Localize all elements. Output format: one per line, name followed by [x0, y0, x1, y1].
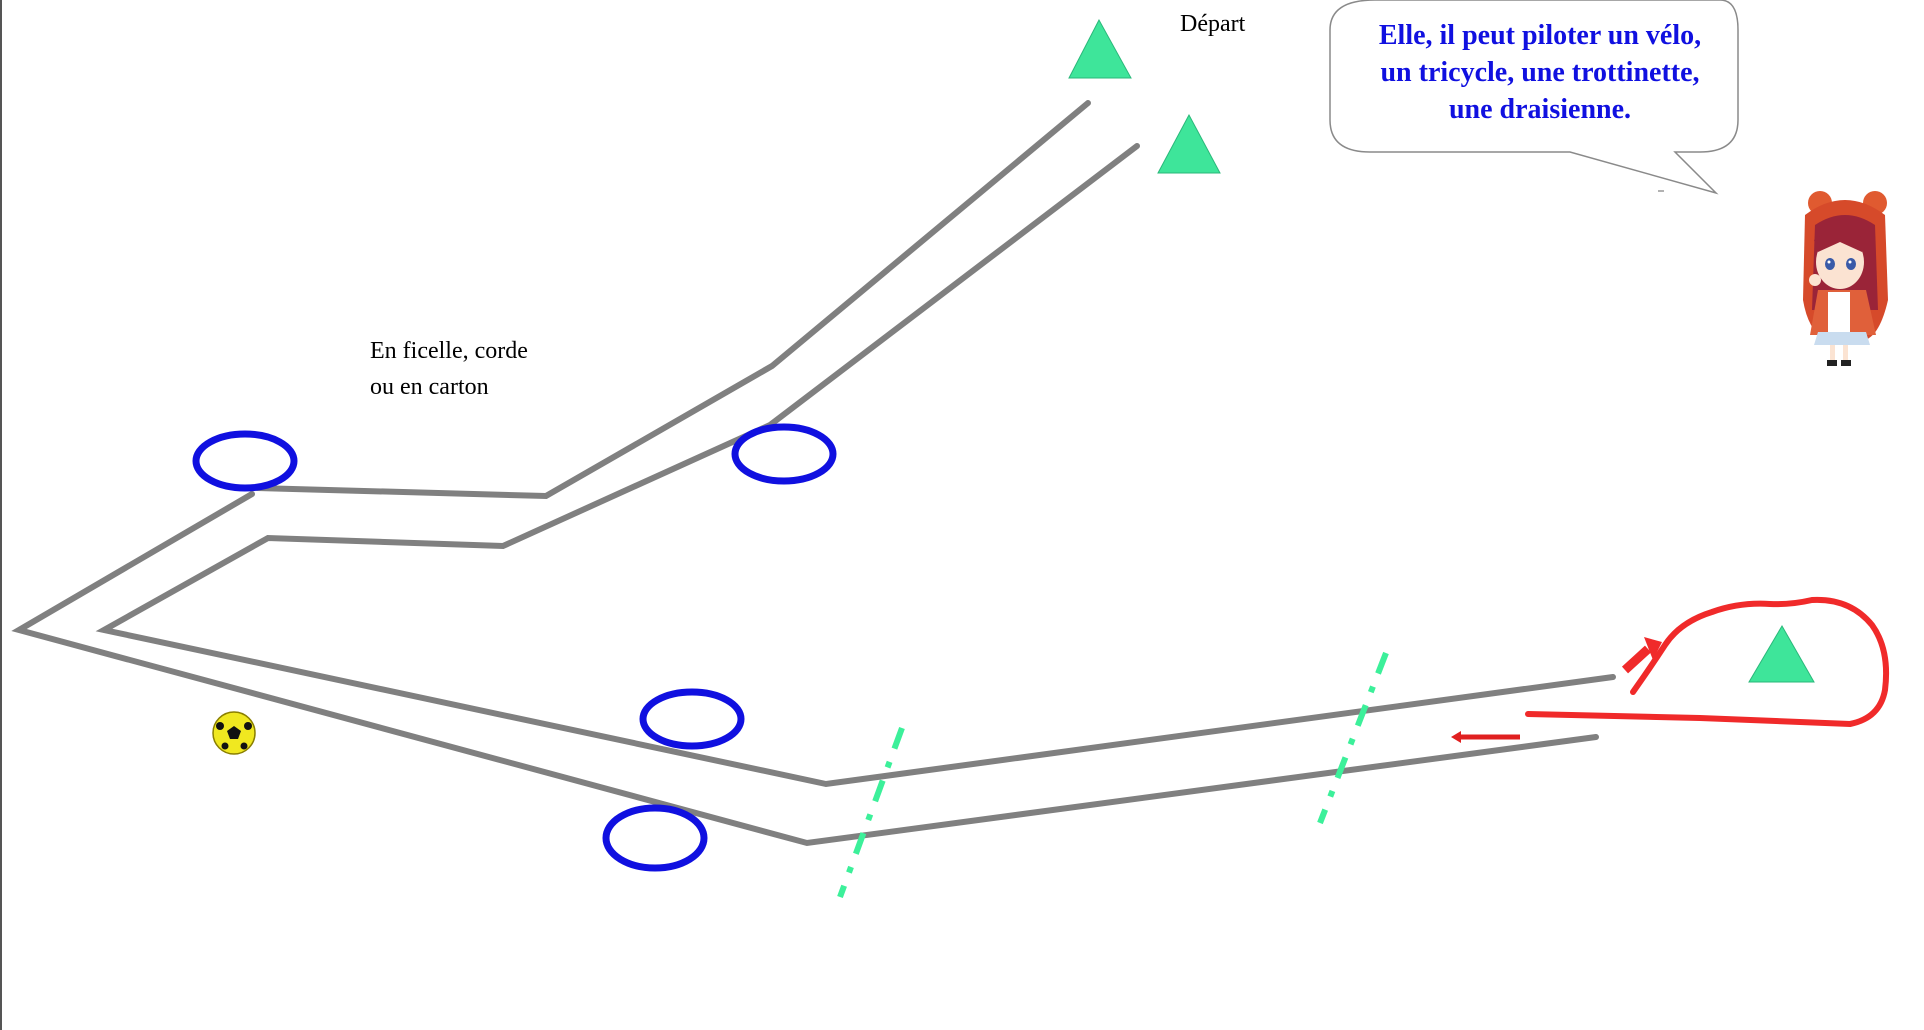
dashed-markers: [837, 651, 1389, 899]
girl-in-red-hoodie-icon: [1803, 191, 1888, 366]
arrow-left-icon: [1451, 731, 1520, 743]
arrow-up-right-icon: [1621, 637, 1662, 674]
hoop-3: [639, 688, 745, 750]
red-loop-path: [1525, 596, 1890, 728]
soccer-ball-icon: [212, 711, 256, 755]
dashed-line-right: [1317, 651, 1389, 825]
direction-arrows: [1451, 637, 1662, 743]
cone-icon: [1748, 625, 1815, 683]
speech-bubble: [1329, 0, 1739, 195]
hoops: [192, 423, 837, 872]
speech-bubble-text: Elle, il peut piloter un vélo, un tricyc…: [1335, 17, 1745, 128]
rope-outer: [254, 100, 1091, 500]
cones: [1068, 18, 1815, 683]
speech-line-1: Elle, il peut piloter un vélo,: [1378, 20, 1702, 51]
dashed-line-left: [837, 726, 905, 899]
hoop-1: [192, 430, 298, 492]
speech-line-3: une draisienne.: [1448, 94, 1632, 125]
cone-icon: [1068, 18, 1132, 79]
material-note: En ficelle, corde ou en carton: [370, 338, 528, 400]
start-label: Départ: [1180, 11, 1246, 37]
speech-line-2: un tricycle, une trottinette,: [1380, 57, 1700, 88]
hoop-2: [731, 423, 837, 485]
rope-bottom: [11, 491, 1599, 847]
cone-icon: [1157, 113, 1221, 174]
hoop-4: [602, 804, 708, 872]
rope-inner: [95, 143, 1616, 788]
